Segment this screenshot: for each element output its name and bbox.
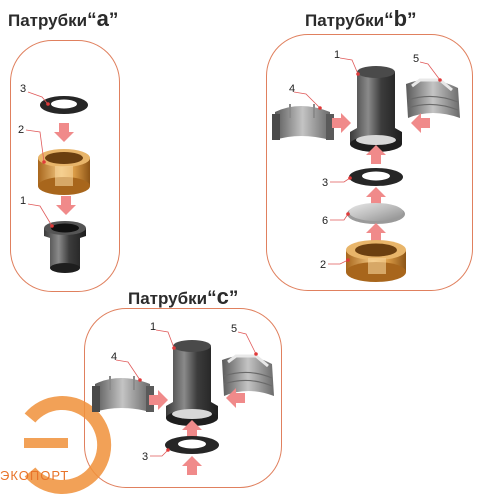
- label-c-3: 3: [142, 451, 148, 463]
- label-a-3: 3: [20, 83, 26, 95]
- c-halfring-4: [92, 376, 154, 412]
- label-c-5: 5: [231, 323, 237, 335]
- b-nut-2: [346, 240, 406, 282]
- b-halfring-4: [272, 104, 334, 140]
- label-a-2: 2: [18, 124, 24, 136]
- label-b-6: 6: [322, 215, 328, 227]
- label-b-4: 4: [289, 83, 295, 95]
- c-gasket-3: [165, 436, 219, 454]
- title-c: Патрубки“c”: [128, 284, 239, 309]
- label-c-1: 1: [150, 321, 156, 333]
- a-pipe-1: [44, 221, 86, 273]
- title-a: Патрубки“a”: [8, 6, 119, 31]
- b-disk-6: [347, 203, 405, 224]
- a-gasket-3: [40, 96, 88, 114]
- a-arrow-1: [54, 123, 74, 142]
- label-a-1: 1: [20, 195, 26, 207]
- c-leaders: [115, 329, 257, 457]
- title-b: Патрубки“b”: [305, 6, 417, 31]
- b-pipe-1: [350, 66, 402, 152]
- b-leaders: [293, 57, 441, 265]
- c-arrow-up-2: [182, 456, 202, 475]
- b-arrow-right: [332, 113, 351, 133]
- a-nut-2: [38, 149, 90, 195]
- c-clamp-5: [222, 354, 274, 396]
- label-b-1: 1: [334, 49, 340, 61]
- label-c-4: 4: [111, 351, 117, 363]
- watermark-text: ЭКОПОРТ: [0, 468, 70, 483]
- c-pipe-1: [166, 340, 218, 426]
- b-gasket-3: [349, 168, 403, 186]
- b-arrow-up-3: [366, 223, 386, 242]
- label-b-3: 3: [322, 177, 328, 189]
- b-clamp-5: [406, 78, 460, 118]
- label-b-5: 5: [413, 53, 419, 65]
- label-b-2: 2: [320, 259, 326, 271]
- a-arrow-2: [56, 196, 76, 215]
- b-arrow-left: [411, 113, 430, 133]
- a-leaders: [25, 91, 53, 227]
